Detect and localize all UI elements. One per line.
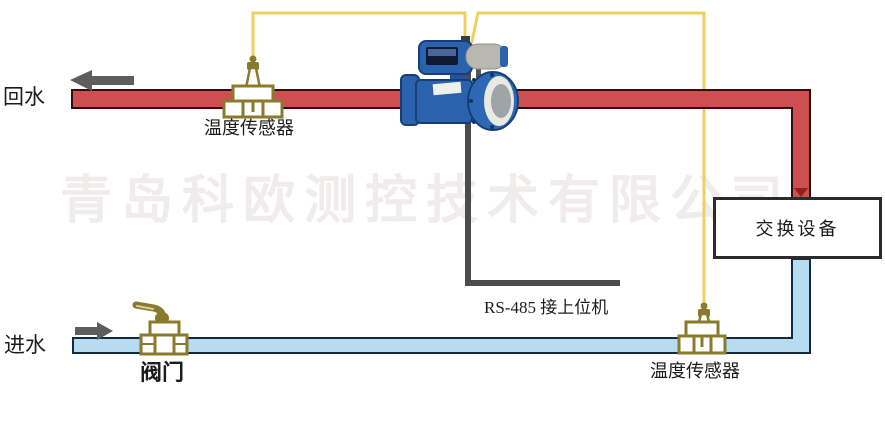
inlet-water-label: 进水 xyxy=(4,333,46,357)
exchange-device-label: 交换设备 xyxy=(755,219,840,239)
rs485-cable xyxy=(465,56,620,286)
return-water-label: 回水 xyxy=(3,85,45,109)
temperature-sensor-bottom-icon xyxy=(677,302,727,355)
exchange-device-box: 交换设备 xyxy=(713,197,882,259)
signal-wire-left xyxy=(251,11,467,62)
temperature-sensor-top-icon xyxy=(222,55,284,119)
company-watermark: 青岛科欧测控技术有限公司 xyxy=(60,173,793,230)
rs485-label: RS-485 接上位机 xyxy=(484,298,609,317)
flow-arrow-right-icon xyxy=(75,322,113,340)
flowmeter-icon xyxy=(400,36,519,131)
valve-icon xyxy=(132,301,189,356)
valve-label: 阀门 xyxy=(140,360,185,385)
temp-sensor-top-label: 温度传感器 xyxy=(204,118,294,138)
pipe-end-tip xyxy=(794,188,808,197)
flow-arrow-left-icon xyxy=(70,70,134,91)
signal-wire-right xyxy=(469,11,706,308)
temp-sensor-bottom-label: 温度传感器 xyxy=(650,361,740,381)
